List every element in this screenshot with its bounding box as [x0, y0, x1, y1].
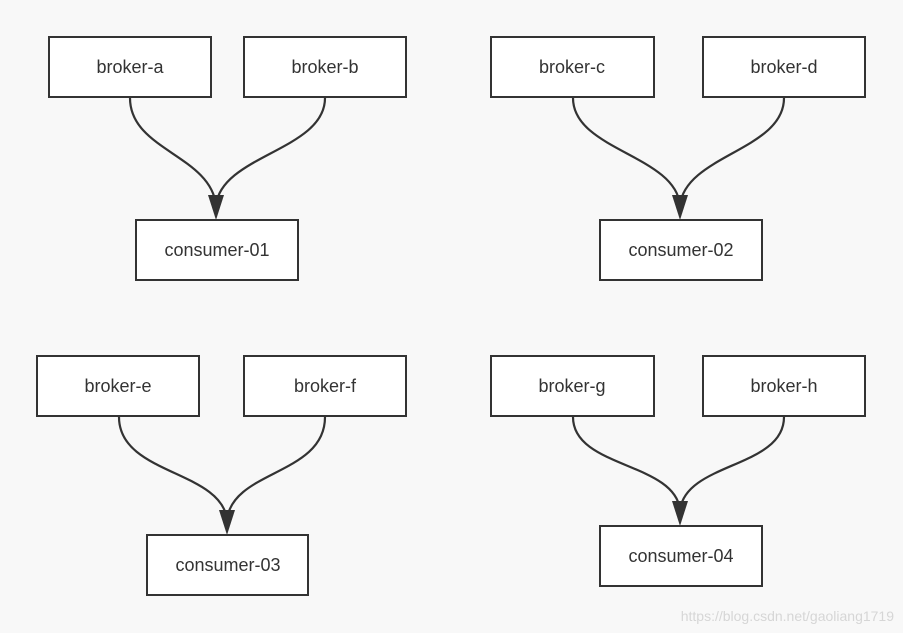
node-broker-h[interactable]: broker-h [702, 355, 866, 417]
edge-broker-g-to-consumer-04 [571, 416, 682, 511]
node-broker-d[interactable]: broker-d [702, 36, 866, 98]
node-label: consumer-02 [628, 240, 733, 260]
node-consumer-03[interactable]: consumer-03 [146, 534, 309, 596]
node-label: broker-g [538, 376, 605, 396]
edge-broker-a-to-consumer-01 [128, 97, 218, 206]
node-broker-a[interactable]: broker-a [48, 36, 212, 98]
node-label: broker-c [539, 57, 605, 77]
node-broker-c[interactable]: broker-c [490, 36, 655, 98]
group-1: broker-a broker-b consumer-01 [48, 36, 407, 281]
node-broker-f[interactable]: broker-f [243, 355, 407, 417]
arrowhead-consumer-03 [219, 510, 235, 535]
node-label: broker-b [291, 57, 358, 77]
node-consumer-02[interactable]: consumer-02 [599, 219, 763, 281]
edge-broker-c-to-consumer-02 [571, 97, 682, 206]
node-label: broker-d [750, 57, 817, 77]
arrowhead-consumer-04 [672, 501, 688, 526]
watermark-url: https://blog.csdn.net/gaoliang1719 [680, 608, 894, 624]
node-label: broker-h [750, 376, 817, 396]
node-broker-g[interactable]: broker-g [490, 355, 655, 417]
edge-broker-b-to-consumer-01 [214, 97, 327, 206]
node-consumer-04[interactable]: consumer-04 [599, 525, 763, 587]
group-2: broker-c broker-d consumer-02 [490, 36, 866, 281]
group-3: broker-e broker-f consumer-03 [36, 355, 407, 596]
node-broker-e[interactable]: broker-e [36, 355, 200, 417]
node-label: broker-e [84, 376, 151, 396]
node-broker-b[interactable]: broker-b [243, 36, 407, 98]
node-label: consumer-03 [175, 555, 280, 575]
node-label: broker-a [96, 57, 164, 77]
node-label: consumer-04 [628, 546, 733, 566]
node-label: broker-f [294, 376, 357, 396]
node-consumer-01[interactable]: consumer-01 [135, 219, 299, 281]
node-label: consumer-01 [164, 240, 269, 260]
arrowhead-consumer-01 [208, 195, 224, 220]
edge-broker-d-to-consumer-02 [678, 97, 786, 206]
group-4: broker-g broker-h consumer-04 [490, 355, 866, 587]
edge-broker-f-to-consumer-03 [225, 416, 327, 521]
arrowhead-consumer-02 [672, 195, 688, 220]
edge-broker-h-to-consumer-04 [678, 416, 786, 511]
edge-broker-e-to-consumer-03 [117, 416, 229, 521]
